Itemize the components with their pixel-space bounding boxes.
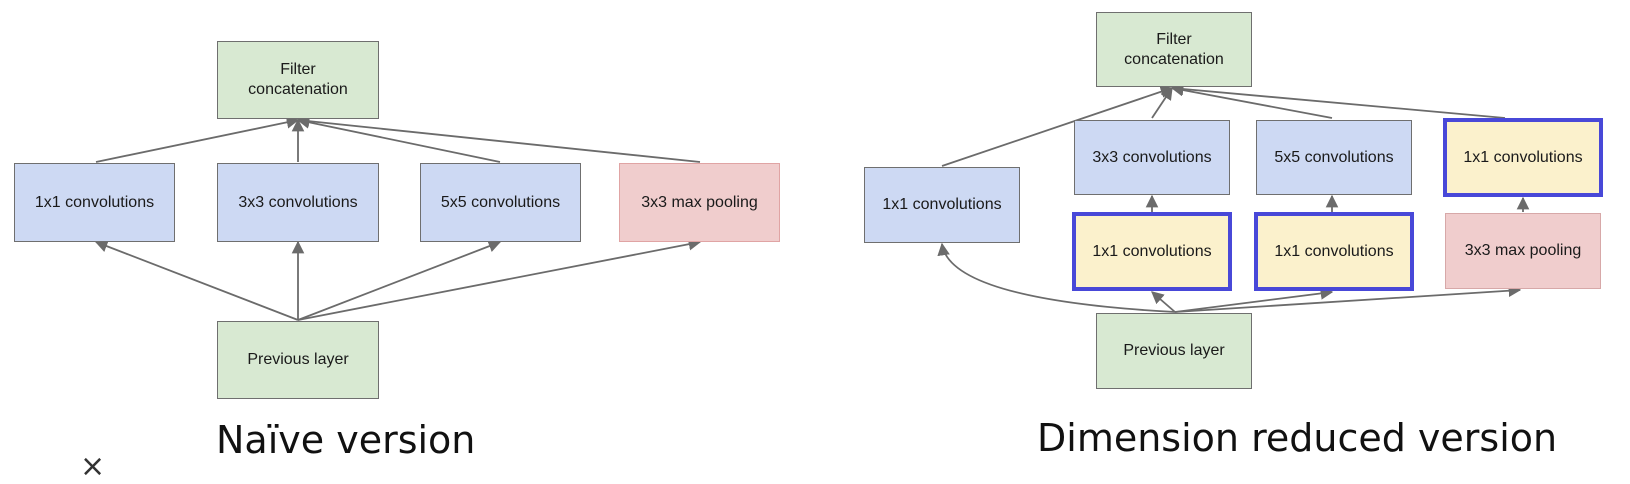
reduced-filter-concatenation-box: Filter concatenation: [1096, 12, 1252, 87]
reduced-1x1-reduce-5x5-box: 1x1 convolutions: [1254, 212, 1414, 291]
edge-naive-1x1-to-concat: [95, 116, 300, 163]
naive-1x1-conv-label: 1x1 convolutions: [34, 193, 155, 211]
inception-modules-diagram: Filter concatenation 1x1 convolutions 3x…: [14, 12, 1603, 482]
naive-caption: Naïve version: [216, 418, 476, 462]
edge-reduced-prev-to-pool: [1174, 284, 1522, 313]
reduced-previous-layer-label: Previous layer: [1123, 342, 1225, 359]
edge-reduced-prev-to-1x1-left: [937, 242, 1176, 313]
edge-reduced-prev-to-reduce5x5: [1174, 287, 1334, 313]
close-icon[interactable]: ×: [80, 449, 106, 484]
reduced-previous-layer-box: Previous layer: [1096, 313, 1252, 389]
reduced-1x1-reduce-5x5-label: 1x1 convolutions: [1274, 242, 1394, 260]
reduced-5x5-conv-label: 5x5 convolutions: [1274, 148, 1394, 166]
edge-reduced-5x5-to-concat: [1170, 83, 1333, 119]
naive-5x5-conv-box: 5x5 convolutions: [420, 163, 581, 242]
reduced-max-pooling-box: 3x3 max pooling: [1445, 213, 1601, 289]
naive-1x1-conv-box: 1x1 convolutions: [14, 163, 175, 242]
reduced-1x1-conv-left-label: 1x1 convolutions: [882, 196, 1002, 213]
reduced-1x1-reduce-3x3-box: 1x1 convolutions: [1072, 212, 1232, 291]
naive-3x3-conv-box: 3x3 convolutions: [217, 163, 379, 242]
reduced-1x1-conv-top-right-box: 1x1 convolutions: [1443, 118, 1603, 197]
reduced-filter-concatenation-label: Filter concatenation: [1124, 30, 1224, 68]
edge-reduced-3x3-to-concat: [1151, 86, 1173, 119]
naive-previous-layer-box: Previous layer: [217, 321, 379, 399]
naive-max-pooling-box: 3x3 max pooling: [619, 163, 780, 242]
naive-5x5-conv-label: 5x5 convolutions: [440, 193, 561, 211]
reduced-max-pooling-label: 3x3 max pooling: [1464, 242, 1582, 259]
reduced-3x3-conv-box: 3x3 convolutions: [1074, 120, 1230, 195]
edge-reduced-1x1-right-to-concat: [1170, 82, 1506, 119]
naive-previous-layer-label: Previous layer: [247, 351, 349, 368]
naive-3x3-conv-label: 3x3 convolutions: [238, 193, 358, 211]
reduced-1x1-conv-top-right-label: 1x1 convolutions: [1463, 148, 1583, 166]
naive-max-pooling-label: 3x3 max pooling: [641, 193, 758, 211]
edge-naive-prev-to-pool: [297, 237, 702, 321]
edge-naive-prev-to-1x1: [94, 240, 299, 321]
edge-layer: [94, 82, 1530, 321]
reduced-1x1-conv-left-box: 1x1 convolutions: [864, 167, 1020, 243]
reduced-1x1-reduce-3x3-label: 1x1 convolutions: [1092, 242, 1212, 260]
edge-naive-prev-to-5x5: [297, 240, 502, 321]
reduced-5x5-conv-box: 5x5 convolutions: [1256, 120, 1412, 195]
naive-filter-concatenation-box: Filter concatenation: [217, 41, 379, 119]
edge-naive-pool-to-concat: [296, 114, 701, 163]
reduced-3x3-conv-label: 3x3 convolutions: [1092, 148, 1212, 166]
edge-reduced-1x1-left-to-concat: [941, 85, 1174, 167]
naive-filter-concatenation-label: Filter concatenation: [248, 61, 348, 98]
reduced-caption: Dimension reduced version: [1037, 416, 1558, 460]
edge-naive-5x5-to-concat: [296, 116, 501, 163]
edge-reduced-prev-to-reduce3x3: [1151, 291, 1176, 313]
